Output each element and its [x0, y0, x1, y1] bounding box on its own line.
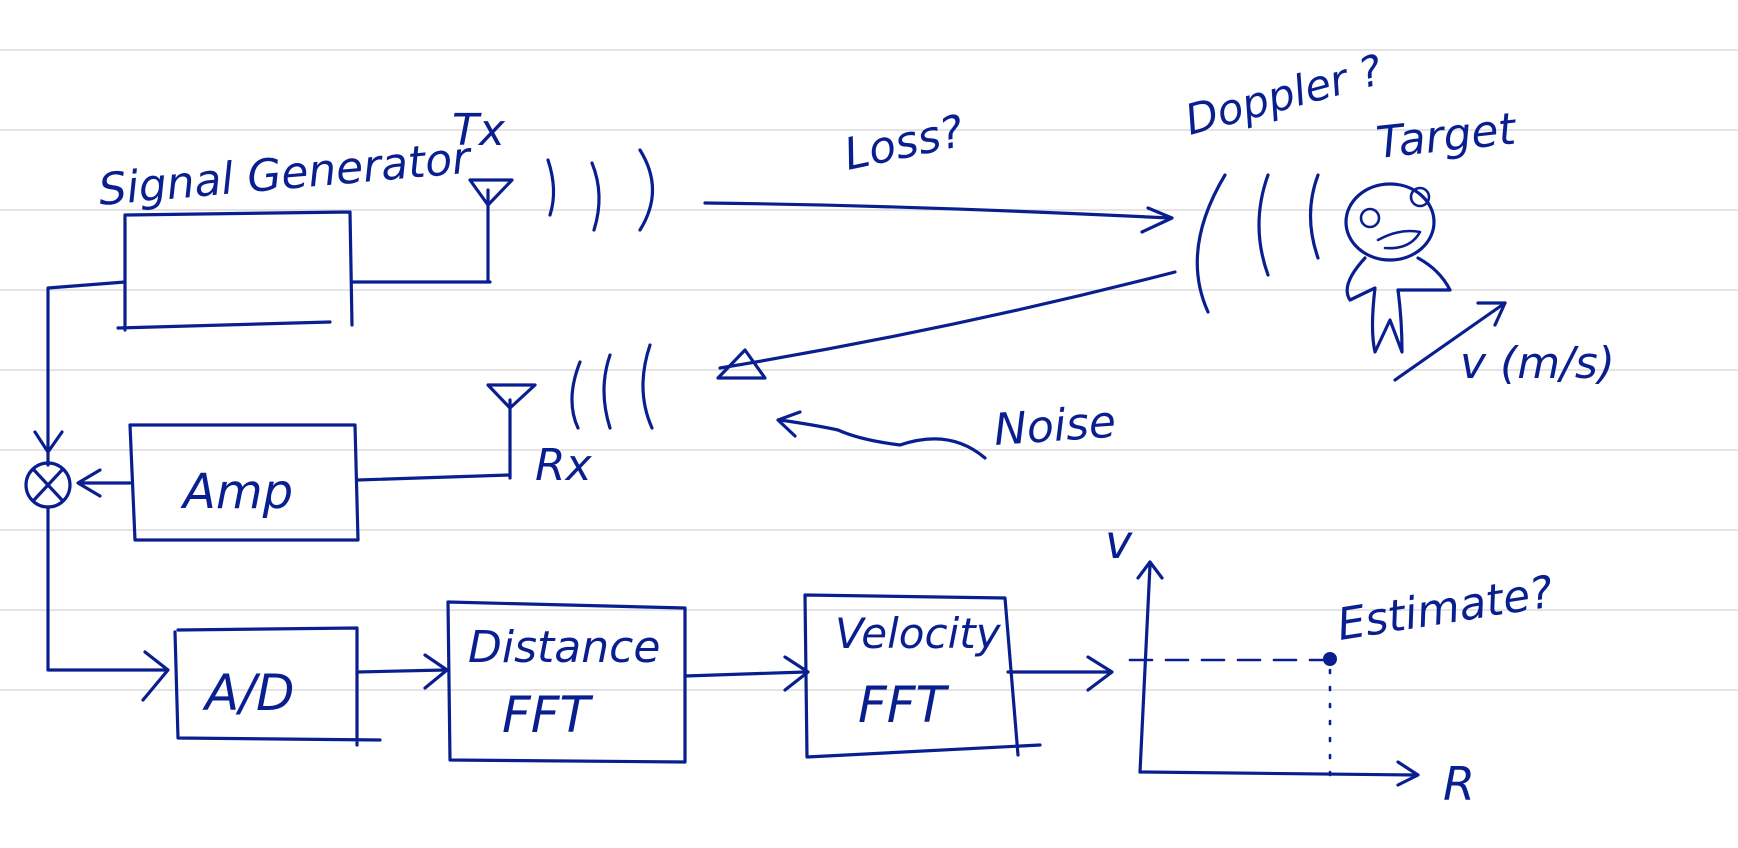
velocity-fft-block: Velocity FFT — [803, 593, 1114, 759]
noise-label: Noise — [992, 397, 1117, 456]
amp-block: Amp — [76, 423, 512, 542]
rx-antenna: Rx — [486, 383, 593, 491]
tx-label: Tx — [452, 105, 506, 156]
target-figure-icon: Target — [1344, 103, 1520, 354]
mixer-icon — [24, 280, 170, 702]
distance-fft-block: Distance FFT — [446, 600, 810, 764]
estimate-point — [1323, 652, 1337, 666]
amp-label: Amp — [180, 464, 293, 520]
notebook-rules — [0, 49, 1738, 691]
velocity-fft-line1: Velocity — [835, 609, 1002, 658]
ad-label: A/D — [202, 664, 295, 722]
tx-waves-icon — [546, 148, 655, 232]
distance-fft-line2: FFT — [502, 686, 594, 744]
return-arrow — [716, 270, 1177, 380]
tx-antenna: Tx — [350, 105, 514, 284]
signal-generator-label: Signal Generator — [97, 132, 476, 216]
velocity-arrow: v (m/s) — [1393, 301, 1615, 389]
noise-squiggle: Noise — [776, 397, 1118, 460]
estimate-plot: v R Estimate? — [1105, 515, 1557, 811]
loss-label: Loss? — [840, 106, 969, 181]
estimate-label: Estimate? — [1334, 566, 1557, 650]
target-waves-icon: Doppler ? — [1180, 45, 1387, 314]
signal-generator-block: Signal Generator — [97, 132, 476, 332]
velocity-unit-label: v (m/s) — [1460, 338, 1615, 389]
axis-r-label: R — [1443, 757, 1475, 811]
velocity-fft-line2: FFT — [858, 676, 950, 734]
ad-converter-block: A/D — [173, 626, 449, 747]
rx-waves-icon — [570, 343, 654, 430]
distance-fft-line1: Distance — [468, 622, 660, 673]
axis-v-label: v — [1105, 515, 1133, 569]
transmit-arrow: Loss? — [703, 106, 1174, 234]
rx-label: Rx — [535, 440, 593, 491]
target-label: Target — [1374, 103, 1520, 168]
